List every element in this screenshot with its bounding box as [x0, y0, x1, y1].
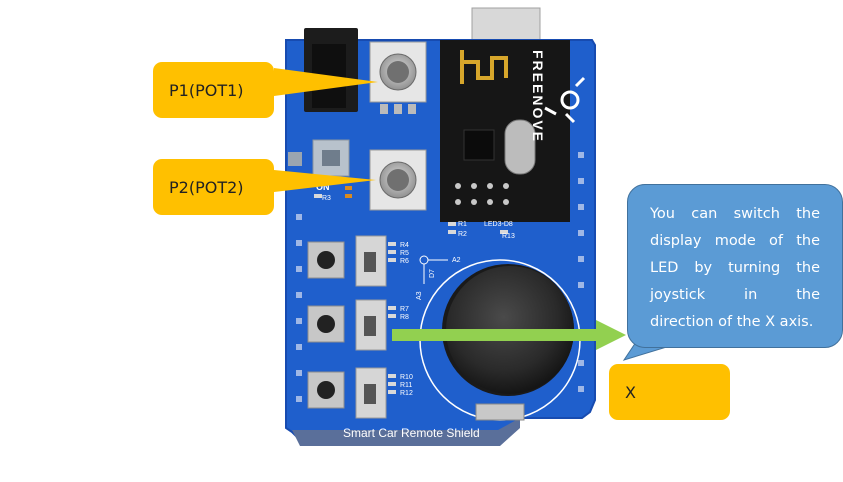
silk-r10: R10 — [400, 374, 413, 381]
slide-switch-3 — [355, 367, 387, 419]
silk-led3: LED3-D8 — [484, 221, 513, 228]
silk-r7: R7 — [400, 306, 409, 313]
p1-pointer — [274, 68, 378, 96]
p1-callout-text: P1(POT1) — [169, 80, 244, 100]
info-line-1: You can switch the — [650, 206, 820, 222]
silk-r8: R8 — [400, 314, 409, 321]
usb-connector — [471, 7, 541, 43]
info-line-3: LED by turning the — [650, 260, 820, 276]
pot2 — [369, 149, 427, 211]
board-edge — [292, 418, 520, 446]
pot1 — [369, 41, 427, 114]
info-callout: You can switch the display mode of the L… — [627, 184, 843, 348]
p2-callout-text: P2(POT2) — [169, 177, 244, 197]
silk-on: ON — [316, 182, 330, 192]
silk-r6: R6 — [400, 258, 409, 265]
silk-d7: D7 — [429, 269, 436, 278]
x-axis-arrow — [392, 320, 626, 350]
info-line-5: direction of the X axis. — [650, 314, 814, 330]
silk-r5: R5 — [400, 250, 409, 257]
brand-logo — [544, 76, 586, 124]
push-button-2 — [307, 305, 345, 343]
axis-indicator — [419, 255, 448, 284]
led-indicators — [345, 186, 352, 198]
header-left — [296, 214, 302, 402]
wireless-module — [440, 40, 570, 222]
silk-r2: R2 — [458, 231, 467, 238]
silk-a3: A3 — [416, 291, 423, 300]
slide-switch-1 — [355, 235, 387, 287]
info-line-4: joystick in the — [650, 287, 820, 303]
push-button-3 — [307, 371, 345, 409]
silk-r11: R11 — [400, 382, 412, 389]
x-callout: X — [609, 364, 730, 420]
x-callout-text: X — [625, 382, 636, 402]
silk-a2: A2 — [452, 257, 461, 264]
p2-callout: P2(POT2) — [153, 159, 274, 215]
silk-r1: R1 — [458, 221, 467, 228]
silk-r13: R13 — [502, 233, 515, 240]
push-button-1 — [307, 241, 345, 279]
smd-components — [314, 194, 508, 394]
p2-pointer — [274, 170, 376, 192]
board-name: Smart Car Remote Shield — [343, 426, 480, 440]
brand-text: FREENOVE — [530, 50, 546, 143]
silk-r3: R3 — [322, 195, 331, 202]
silk-r4: R4 — [400, 242, 409, 249]
p1-callout: P1(POT1) — [153, 62, 274, 118]
info-line-2: display mode of the — [650, 233, 820, 249]
silk-r12: R12 — [400, 390, 413, 397]
slide-switch-2 — [355, 299, 387, 351]
